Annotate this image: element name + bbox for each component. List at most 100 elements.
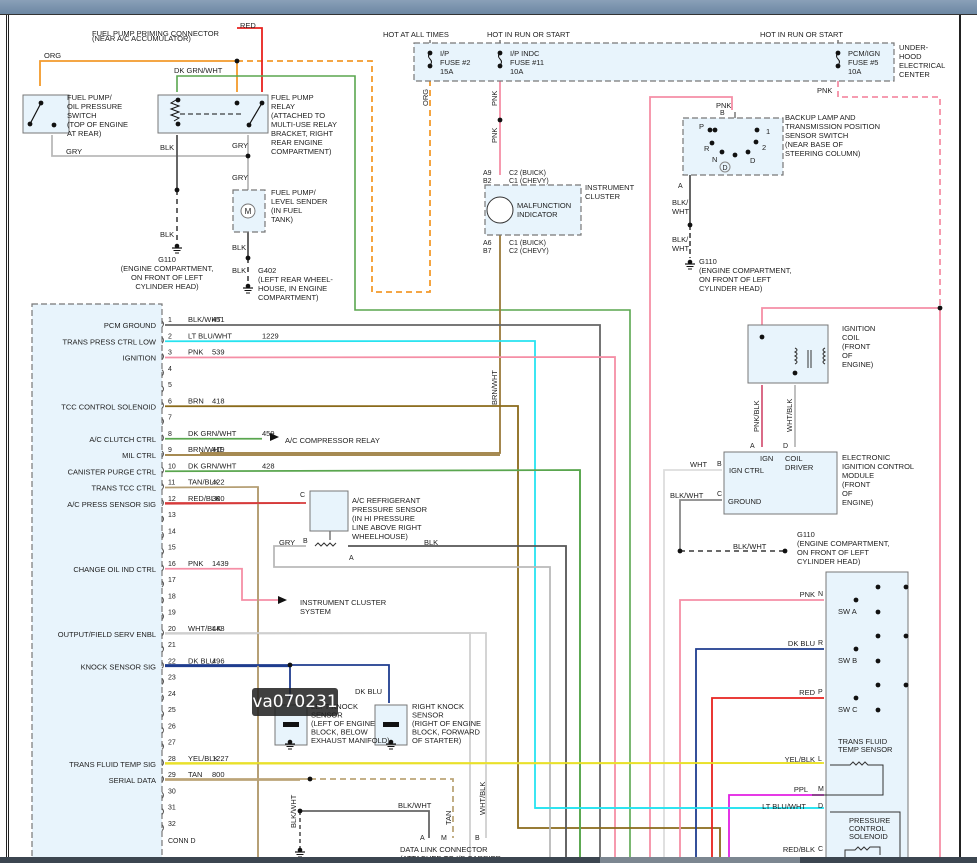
wire-label-blk-wht: BLK/WHT — [670, 491, 704, 500]
pcm-pin-number: 22 — [168, 658, 176, 665]
g402-label: (LEFT REAR WHEEL- — [258, 275, 333, 284]
pin-b: B — [720, 110, 725, 117]
g110-label: ON FRONT OF LEFT — [699, 275, 771, 284]
fuel-pump-sender-label: (IN FUEL — [271, 206, 302, 215]
contact-dot — [27, 121, 33, 127]
wire-label-blk-wht: BLK/WHT — [398, 801, 432, 810]
splice-dot — [174, 187, 180, 193]
switch-contact-dot — [732, 152, 738, 158]
wire-tan-dashed — [310, 778, 454, 838]
pcm-wire-color: WHT/BLK — [188, 624, 221, 633]
wire-brn-wht-mil — [200, 235, 501, 454]
pcm-pin-function: KNOCK SENSOR SIG — [81, 662, 157, 671]
backup-switch-label: SENSOR SWITCH — [785, 131, 848, 140]
pcm-pin-number: 30 — [168, 788, 176, 795]
wire-dk-grn-wht-a — [176, 75, 631, 858]
pcm-pin-number: 3 — [168, 350, 172, 357]
fuel-pump-relay-label: REAR ENGINE — [271, 138, 323, 147]
wire-label-blk: BLK — [160, 230, 174, 239]
ac-pressure-sensor — [309, 490, 349, 532]
wire-label-dk-grn-wht: DK GRN/WHT — [174, 66, 223, 75]
pos-2: 2 — [762, 143, 766, 152]
pcm-wire-color: LT BLU/WHT — [188, 331, 232, 340]
switch-dot — [875, 633, 881, 639]
solenoid-internal — [830, 811, 901, 863]
trans-temp-sensor-label: TEMP SENSOR — [838, 745, 893, 754]
right-knock-sensor-label: BLOCK, FORWARD — [412, 728, 481, 737]
pcm-pin-number: 24 — [168, 691, 176, 698]
trans-temp-sensor-label: TRANS FLUID — [838, 737, 888, 746]
fuse-dot — [427, 63, 433, 69]
wire-trans-N — [679, 599, 824, 858]
pressure-control-solenoid-label: CONTROL — [849, 824, 886, 833]
relay-dot — [234, 100, 240, 106]
hot-at-all-times-label: HOT AT ALL TIMES — [383, 30, 449, 39]
pin-terminal-icon — [161, 645, 164, 653]
coil-dot — [759, 334, 765, 340]
coil-dot — [175, 121, 181, 127]
wire-label-blk-wht: WHT — [672, 244, 689, 253]
pin-terminal-icon — [161, 678, 164, 685]
pin-terminal-icon — [161, 548, 164, 555]
ground-icon — [297, 847, 303, 853]
pcm-pin-number: 29 — [168, 772, 176, 779]
pin-terminal-icon — [161, 596, 164, 604]
horizontal-scrollbar[interactable] — [0, 857, 977, 863]
ignition-coil-label: OF — [842, 351, 853, 360]
conn-d-label: CONN D — [168, 838, 196, 845]
pcm-wire-3 — [164, 356, 616, 858]
pcm-circuit-number: 418 — [212, 396, 225, 405]
wire-label-blk-wht: BLK/WHT — [289, 794, 298, 828]
pcm-pin-function: IGNITION — [123, 354, 156, 363]
pin-m: M — [441, 835, 447, 842]
backup-switch-label: STEERING COLUMN) — [785, 149, 861, 158]
pin-terminal-icon — [161, 629, 164, 637]
pcm-pin-function: CHANGE OIL IND CTRL — [73, 565, 156, 574]
pin-c: C — [300, 492, 305, 499]
trans-pin-label: C — [818, 846, 823, 853]
fuse-dot — [497, 63, 503, 69]
right-knock-sensor-label: (RIGHT OF ENGINE — [412, 719, 481, 728]
pin-terminal-icon — [161, 726, 164, 734]
coil-driver-label: COIL — [785, 454, 803, 463]
trans-wire-label: RED — [799, 688, 815, 697]
pin-terminal-icon — [161, 434, 164, 442]
pcm-pin-function: MIL CTRL — [122, 451, 156, 460]
ignition-module-label: (FRONT — [842, 480, 871, 489]
pcm-pin-number: 28 — [168, 756, 176, 763]
switch-contact-dot — [707, 127, 713, 133]
pin-terminal-icon — [161, 499, 164, 507]
pcm-circuit-number: 459 — [262, 429, 275, 438]
ignition-coil-label: COIL — [842, 333, 860, 342]
pin-terminal-icon — [161, 808, 164, 815]
g110-label: (ENGINE COMPARTMENT, — [121, 264, 214, 273]
fuse-dot — [835, 50, 841, 56]
cluster-conn-label: C2 (CHEVY) — [509, 248, 549, 255]
ignition-module-label: ENGINE) — [842, 498, 874, 507]
g110-label: G110 — [797, 530, 815, 539]
fuel-pump-relay-label: BRACKET, RIGHT — [271, 129, 334, 138]
pcm-pin-function: A/C PRESS SENSOR SIG — [67, 500, 156, 509]
scrollbar-thumb[interactable] — [600, 857, 800, 863]
pcm-pin-number: 5 — [168, 382, 172, 389]
pcm-circuit-number: 800 — [212, 770, 225, 779]
fuse-label-fuse11: FUSE #11 — [510, 58, 544, 67]
wire-blk-wht-dlc — [300, 810, 430, 838]
wire-label-gry: GRY — [66, 147, 82, 156]
underhood-center-label: UNDER- — [899, 43, 929, 52]
ac-sensor-label: LINE ABOVE RIGHT — [352, 523, 422, 532]
pin-terminal-icon — [161, 385, 164, 393]
wire-red — [237, 27, 263, 92]
pcm-circuit-number: 1229 — [262, 331, 279, 340]
pin-terminal-icon — [161, 564, 164, 572]
ignition-coil-label: (FRONT — [842, 342, 871, 351]
diagram-frame — [6, 15, 961, 858]
cluster-conn-label: C2 (BUICK) — [509, 170, 546, 177]
pcm-pin-number: 18 — [168, 593, 176, 600]
switch-label: SW A — [838, 607, 857, 616]
malfunction-indicator-label: INDICATOR — [517, 210, 558, 219]
wire-pnk-backup — [649, 96, 733, 858]
g110-label: CYLINDER HEAD) — [797, 557, 861, 566]
fuel-pump-relay-label: COMPARTMENT) — [271, 147, 332, 156]
